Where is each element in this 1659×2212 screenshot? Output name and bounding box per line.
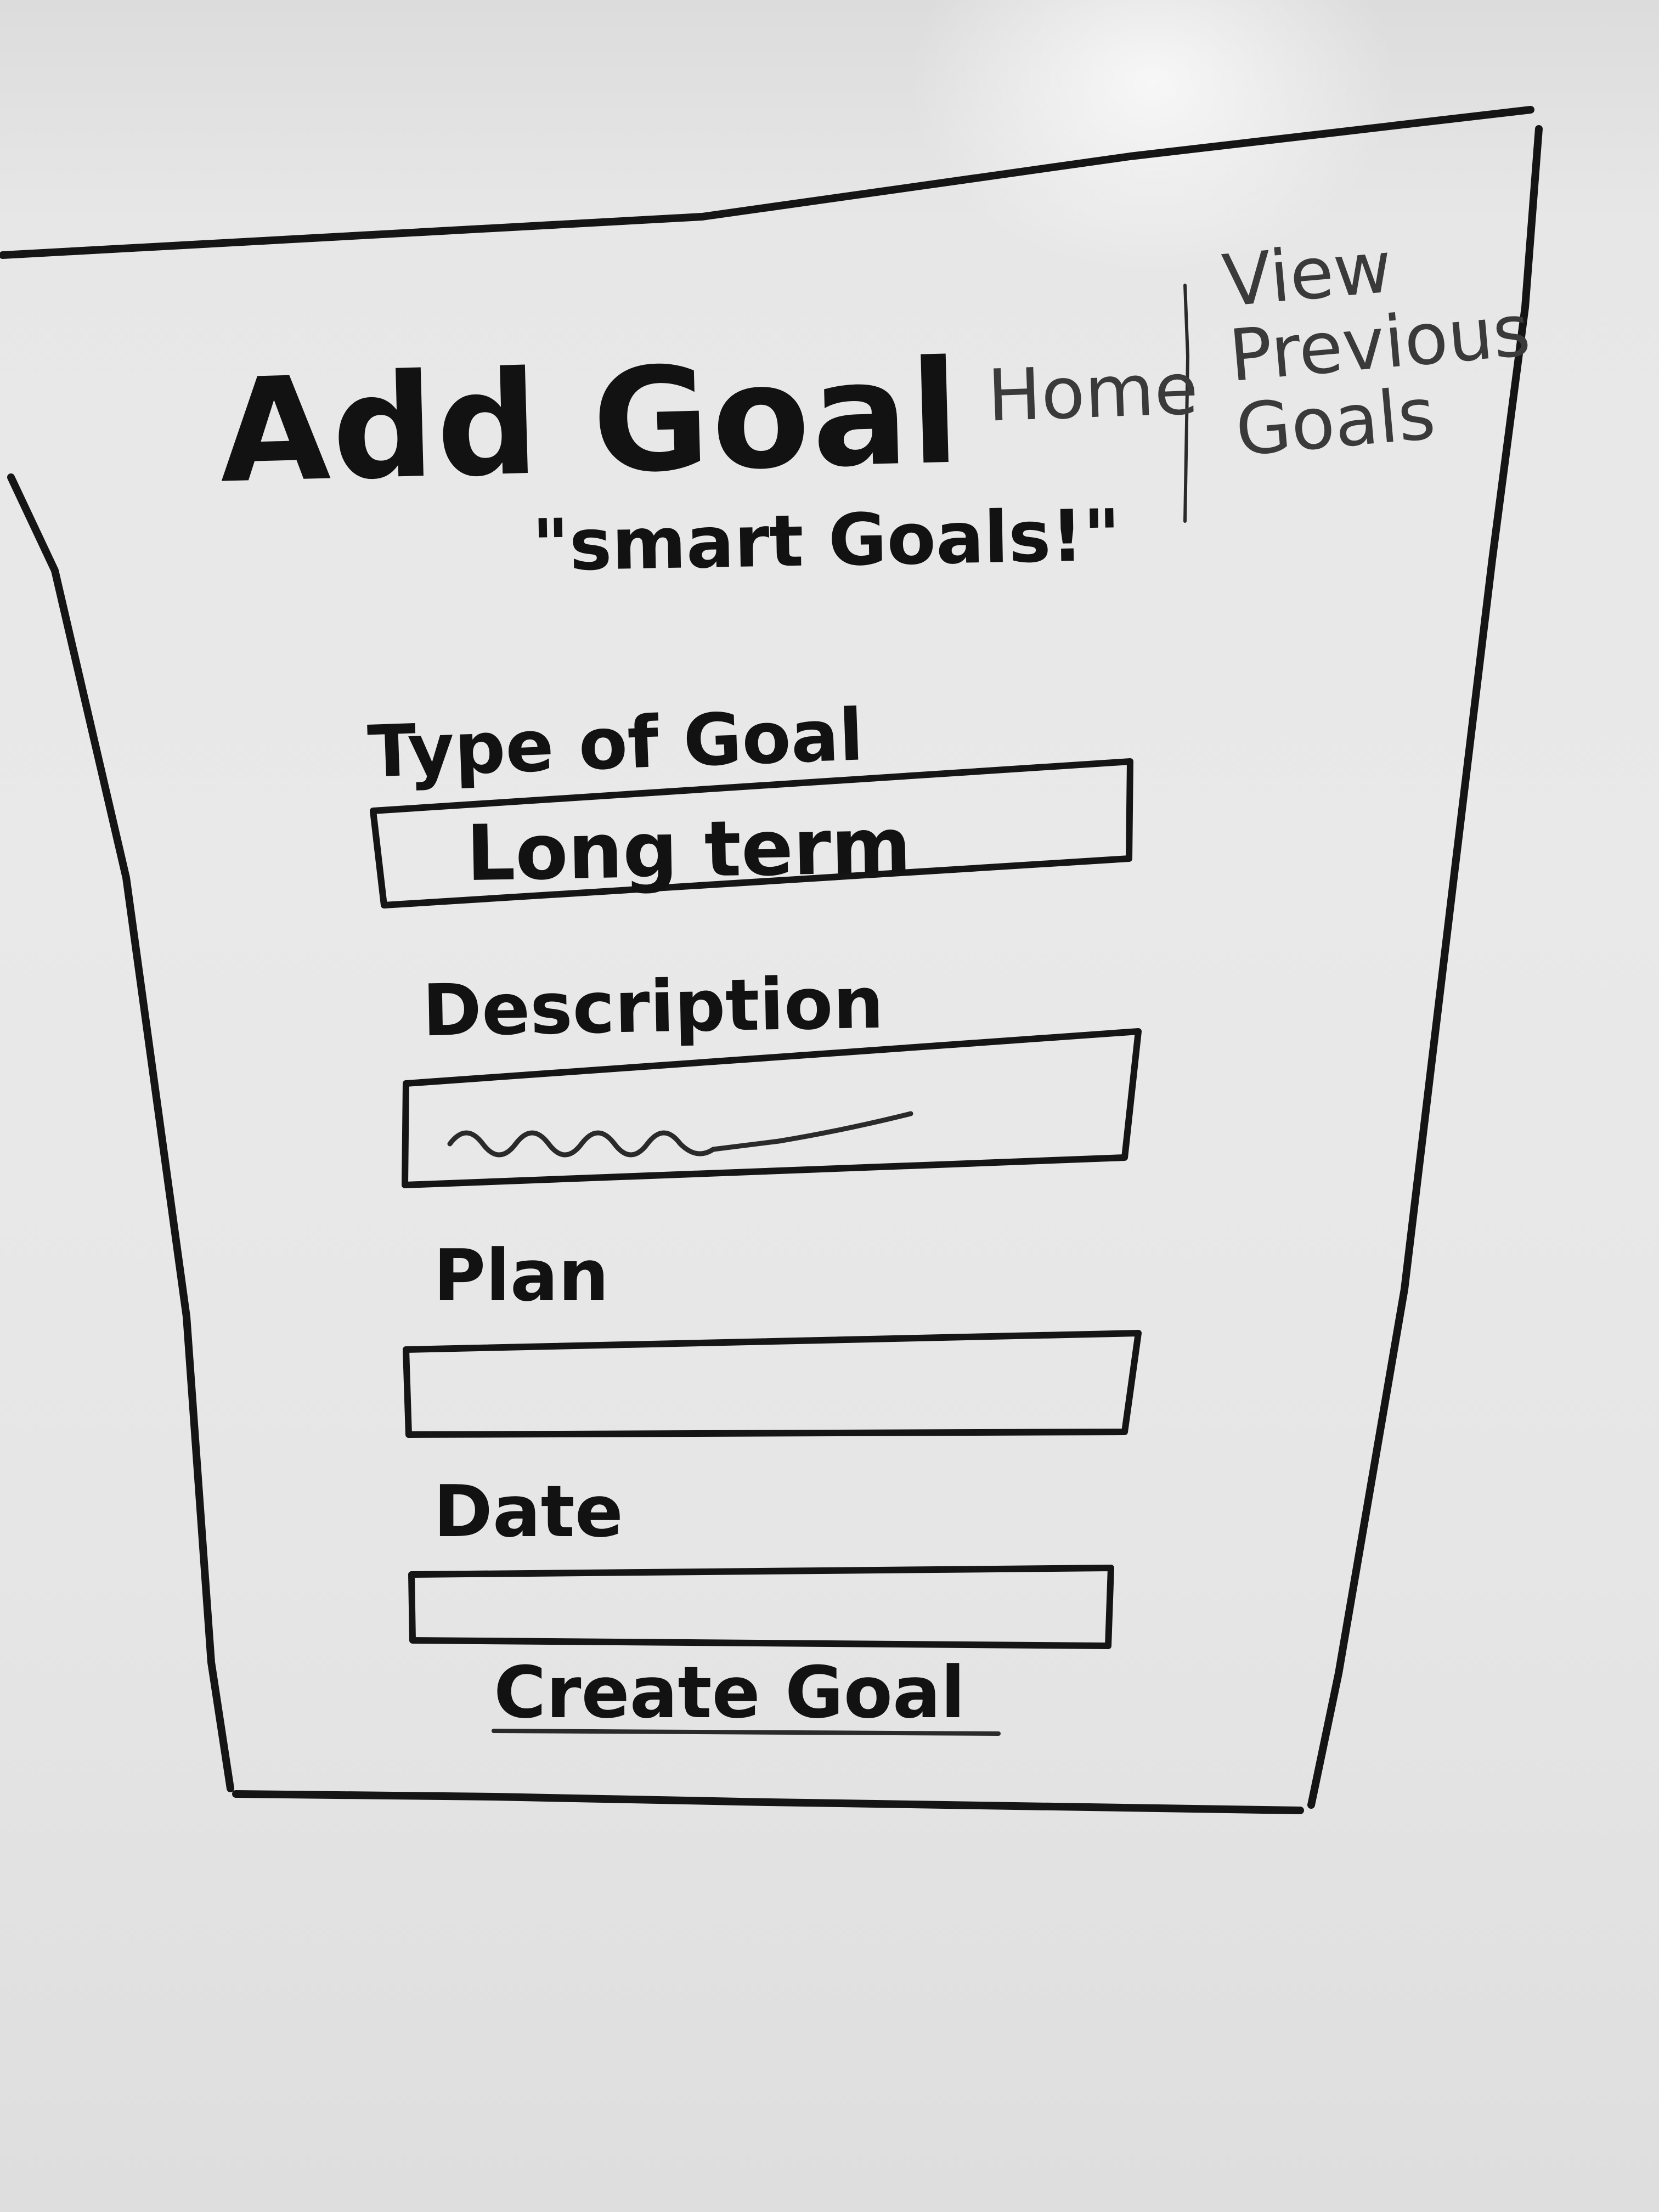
description-field[interactable] bbox=[409, 1037, 1133, 1180]
date-field-border bbox=[408, 1565, 1114, 1649]
nav-previous-goals-link[interactable]: View Previous Goals bbox=[1219, 225, 1533, 472]
description-field-border bbox=[402, 1028, 1142, 1188]
type-of-goal-field[interactable] bbox=[379, 768, 1130, 902]
plan-label: Plan bbox=[433, 1234, 610, 1317]
plan-field-border bbox=[403, 1330, 1142, 1438]
nav-home-link[interactable]: Home bbox=[986, 347, 1200, 438]
type-field-border bbox=[370, 758, 1133, 909]
date-label: Date bbox=[433, 1470, 623, 1553]
description-label: Description bbox=[421, 961, 885, 1053]
create-goal-button[interactable]: Create Goal bbox=[494, 1651, 966, 1734]
create-goal-underline bbox=[492, 1729, 1001, 1736]
page-frame bbox=[0, 106, 1543, 1814]
date-field[interactable] bbox=[414, 1570, 1108, 1643]
description-squiggle bbox=[447, 1111, 913, 1158]
nav-divider bbox=[1183, 284, 1190, 523]
page-title: Add Goal bbox=[217, 330, 964, 515]
plan-field[interactable] bbox=[409, 1336, 1133, 1432]
page-subtitle: "smart Goals!" bbox=[531, 493, 1121, 588]
